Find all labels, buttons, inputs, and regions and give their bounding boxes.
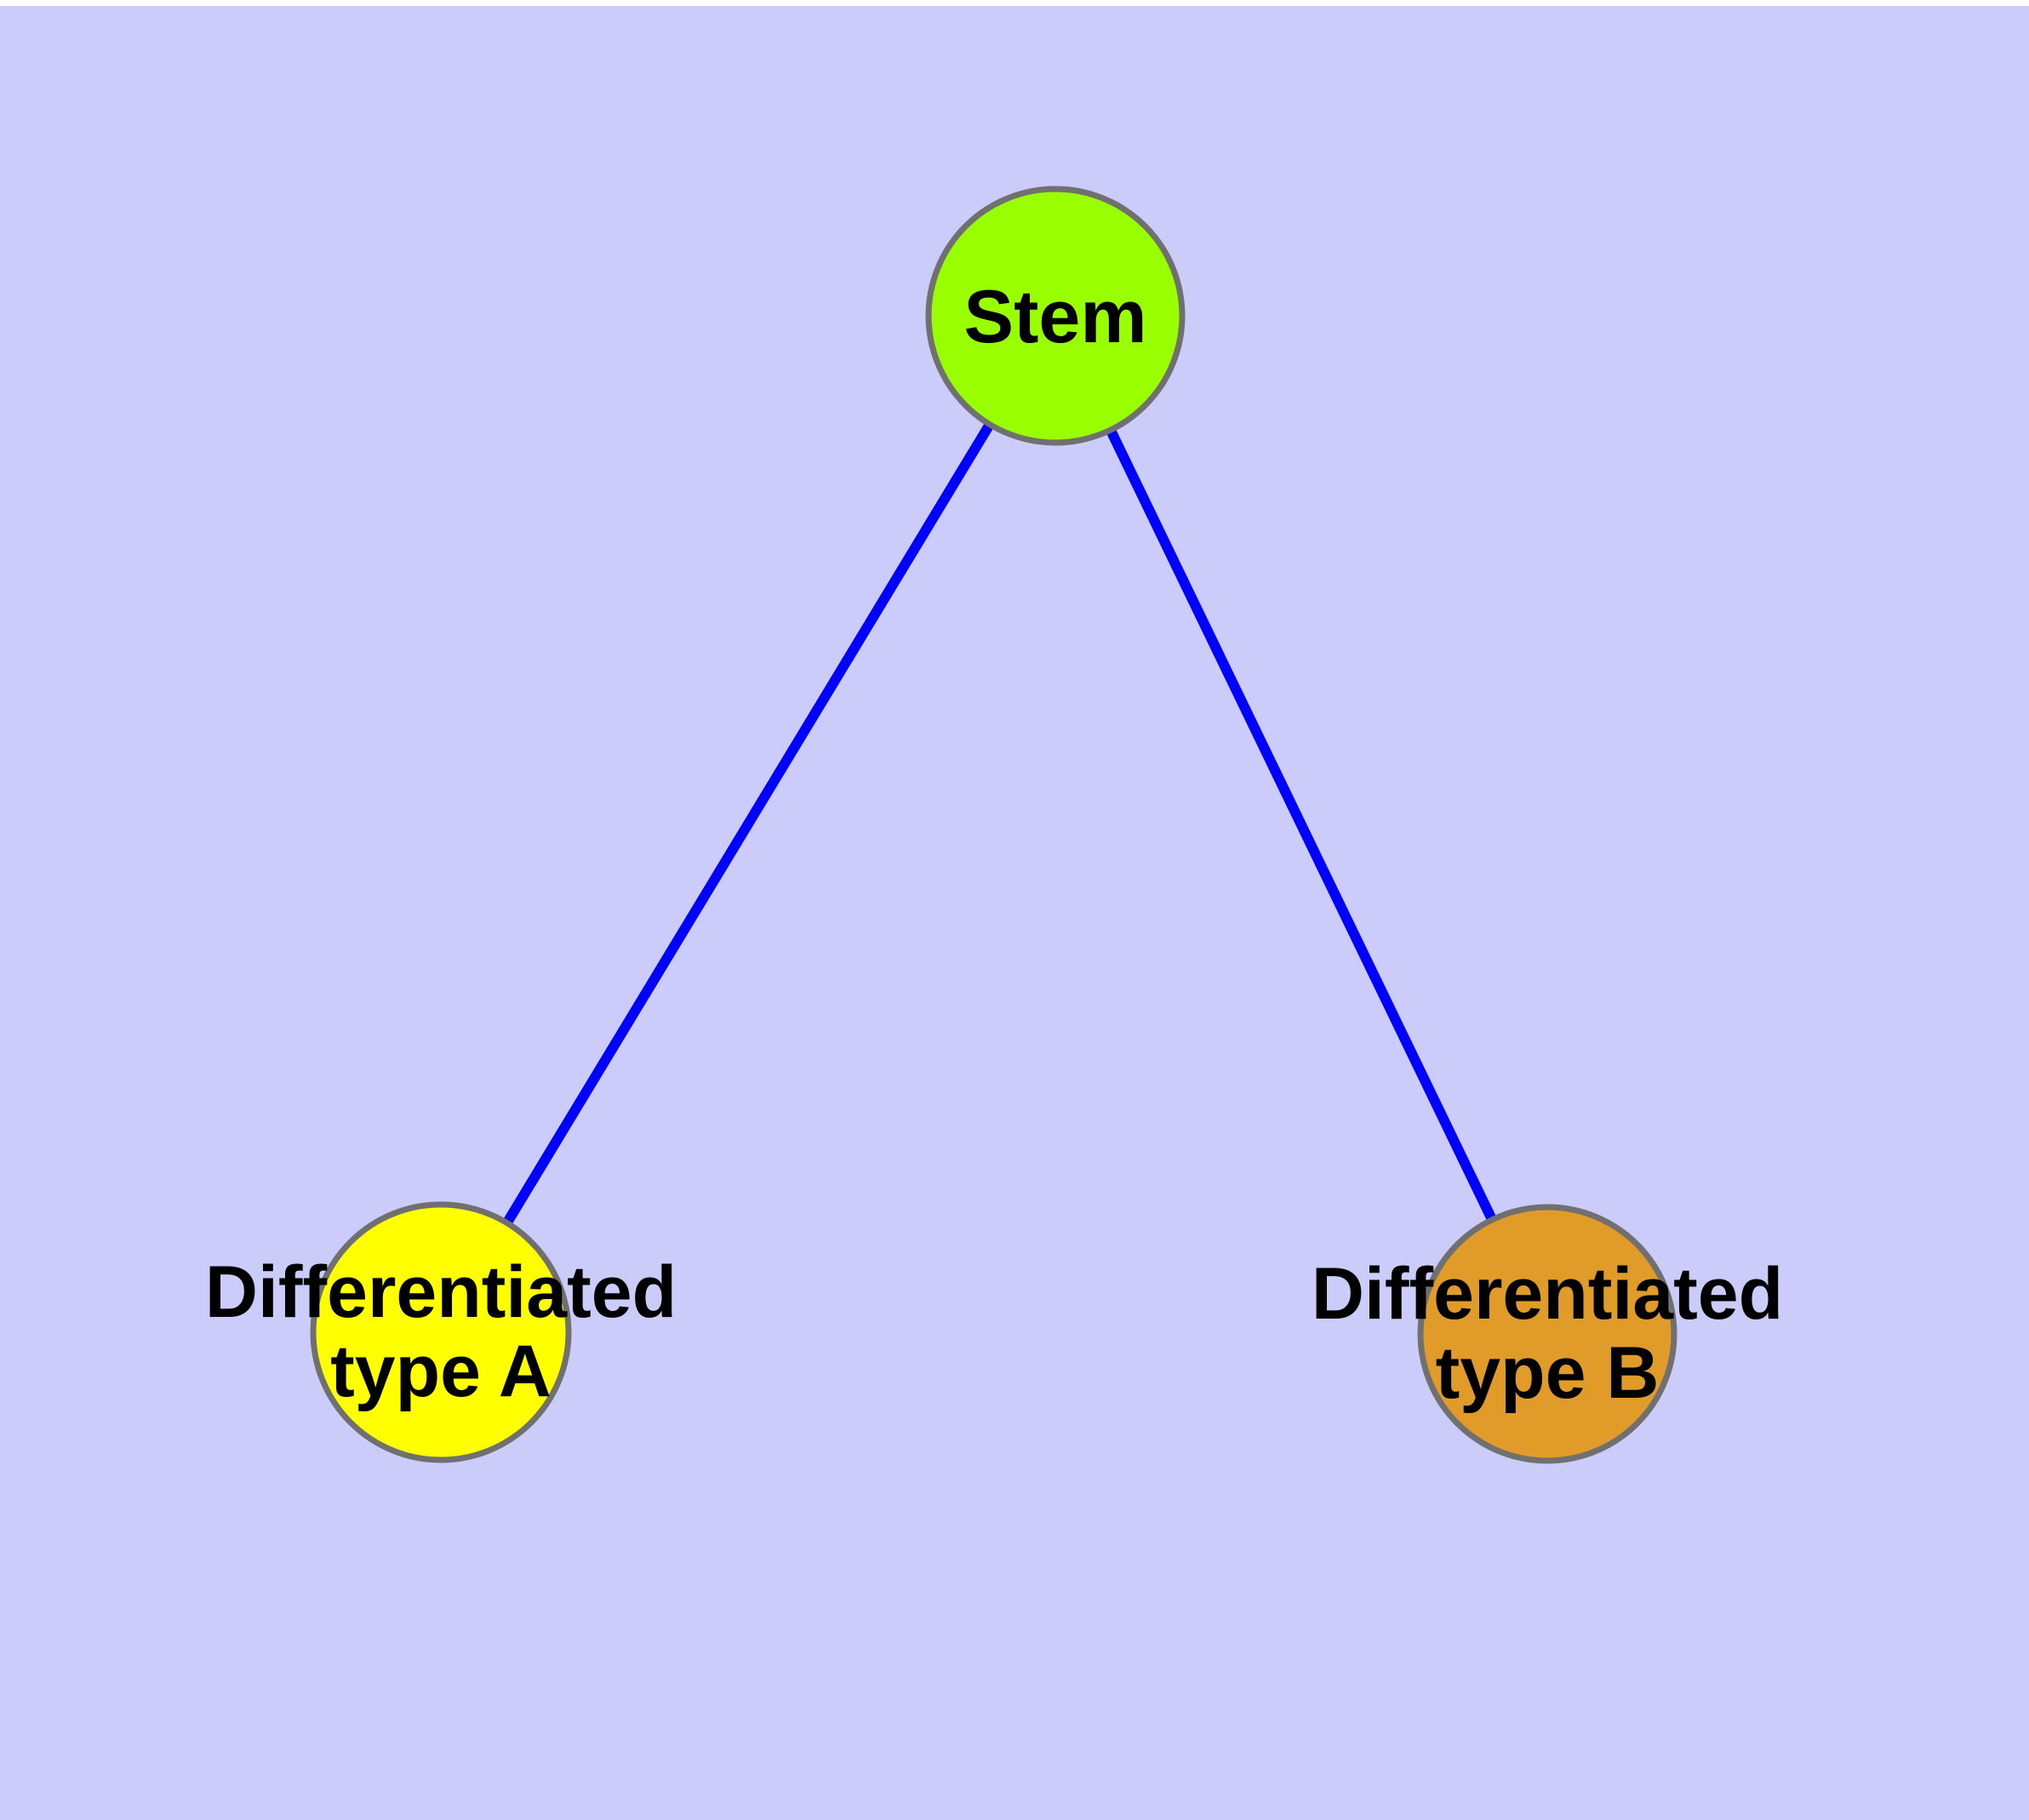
graph-edge-stem-to-diff-b (1106, 429, 1496, 1221)
edge-layer (503, 423, 1496, 1225)
graph-node-diff_b[interactable] (1417, 1204, 1677, 1464)
graph-node-stem[interactable] (925, 186, 1186, 446)
graph-edge-stem-to-diff-a (503, 423, 994, 1225)
node-layer (310, 186, 1677, 1464)
graph-node-diff_a[interactable] (310, 1201, 572, 1463)
diagram-background: Stem Differentiated type A Differentiate… (0, 6, 2029, 1820)
graph-svg (310, 186, 1677, 1464)
